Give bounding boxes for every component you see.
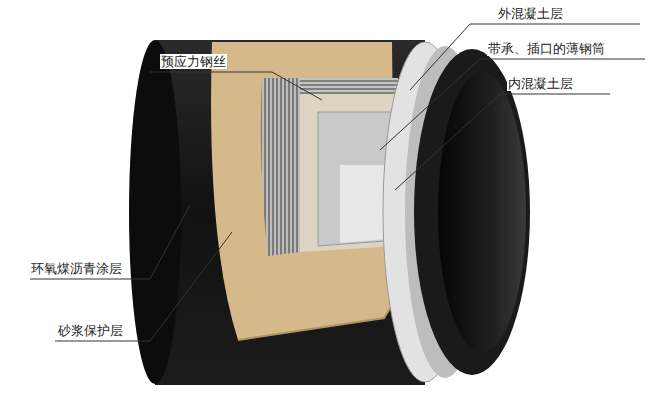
wire-band <box>300 78 398 94</box>
part-label: 带承、插口的薄钢筒 <box>487 41 606 56</box>
pipe-end-right <box>414 49 530 375</box>
leader-lines <box>30 24 645 341</box>
part-label: 内混凝土层 <box>507 76 574 91</box>
prestressed-wire <box>261 78 300 256</box>
part-label: 砂浆保护层 <box>57 323 124 338</box>
part-label: 预应力钢丝 <box>160 54 227 69</box>
pipe-end-left <box>129 40 181 384</box>
part-label: 外混凝土层 <box>497 6 564 21</box>
pipe-bore <box>438 72 526 352</box>
part-label: 环氧煤沥青涂层 <box>30 261 123 276</box>
